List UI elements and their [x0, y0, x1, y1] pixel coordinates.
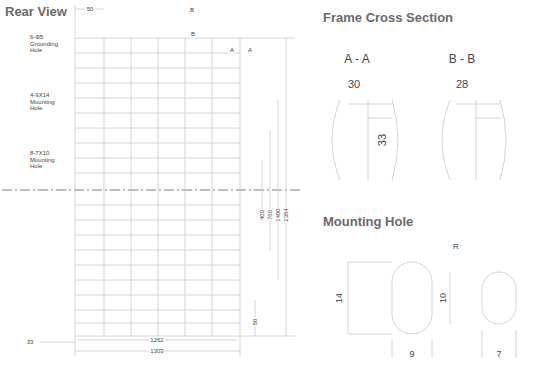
- frame-profile-a: [332, 100, 398, 180]
- cell-grid: [75, 38, 240, 336]
- section-heading: Mounting Hole: [322, 215, 414, 229]
- dimension-label: 28: [455, 78, 469, 90]
- dimension-label: 1303: [149, 348, 164, 355]
- frame-profile-b: [442, 100, 506, 180]
- section-heading: Rear View: [4, 5, 68, 19]
- hole-note: 4-9X14 Mounting Hole: [29, 92, 67, 112]
- dimension-label: B - B: [448, 53, 477, 66]
- dimension-label: 33: [26, 339, 35, 346]
- dimension-label: A: [247, 47, 253, 54]
- panel-outline: [75, 38, 240, 336]
- section-heading: Frame Cross Section: [322, 11, 454, 25]
- dimension-label: 10: [439, 292, 449, 304]
- dimension-label: 7: [495, 350, 502, 360]
- dimension-label: A - A: [343, 53, 370, 66]
- mounting-slots: [348, 262, 516, 358]
- dimension-label: A: [229, 47, 235, 54]
- dimension-label: 50: [252, 318, 259, 327]
- dimension-lines: [40, 5, 295, 356]
- dimension-label: 14: [335, 292, 345, 304]
- dimension-label: 400: [259, 209, 266, 221]
- hole-note: 6-Φ5 Grounding Hole: [29, 34, 67, 54]
- dimension-label: B: [189, 7, 195, 14]
- dimension-label: R: [452, 243, 460, 252]
- hole-note: 8-7X10 Mounting Hole: [29, 150, 67, 170]
- dimension-label: 1262: [149, 337, 164, 344]
- dimension-label: 9: [408, 350, 415, 360]
- dimension-label: 33: [376, 133, 388, 147]
- dimension-label: 2384: [283, 207, 290, 222]
- dimension-label: 760: [267, 209, 274, 221]
- dimension-label: 1400: [275, 207, 282, 222]
- center-line: [2, 189, 300, 191]
- dimension-label: 30: [347, 78, 361, 90]
- dimension-label: 50: [86, 6, 95, 13]
- dimension-label: B: [190, 31, 196, 38]
